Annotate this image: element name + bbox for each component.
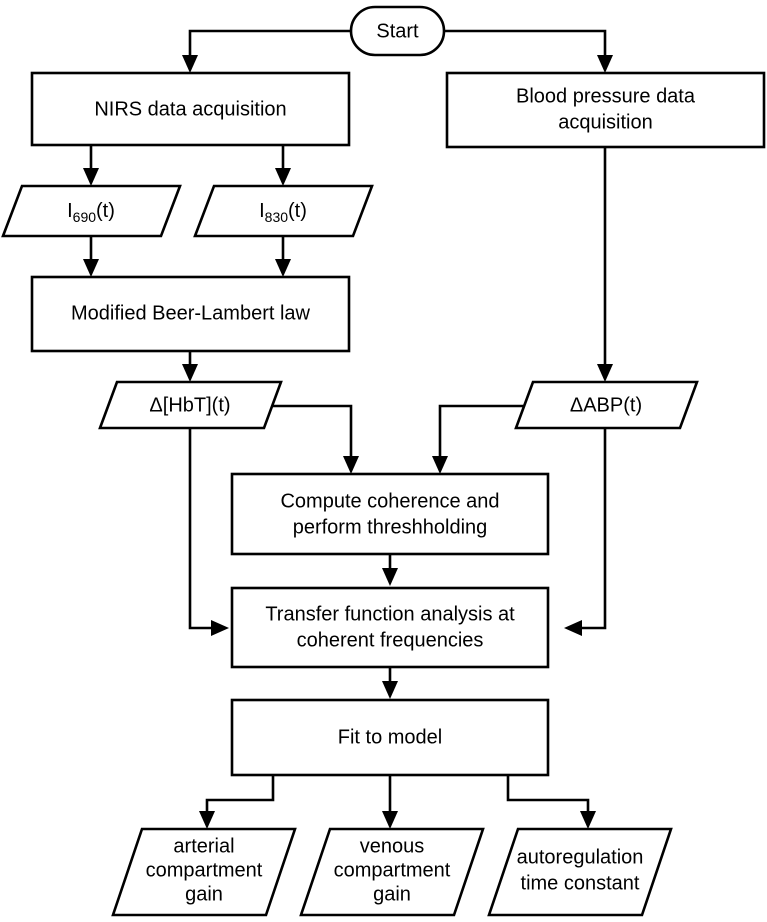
node-arterial-gain-line2: compartment (146, 859, 263, 881)
edge-transfer-to-fitmodel (382, 667, 398, 699)
node-bp-acquisition-line1: Blood pressure data (516, 85, 696, 107)
i830-suffix: (t) (288, 200, 307, 222)
node-delta-abp-label: ΔABP(t) (570, 394, 642, 416)
node-transfer-function-line1: Transfer function analysis at (265, 603, 515, 625)
node-i690-label: I690(t) (67, 200, 115, 224)
edge-deltahbt-to-transfer (188, 428, 229, 636)
node-i690[interactable]: I690(t) (1, 184, 182, 238)
edge-fitmodel-to-arterial (199, 775, 275, 829)
node-arterial-gain-line1: arterial (173, 835, 234, 857)
edge-nirs-to-i830 (275, 145, 291, 186)
i830-base: I (259, 200, 265, 222)
node-beer-lambert[interactable]: Modified Beer-Lambert law (30, 275, 351, 353)
node-arterial-gain-line3: gain (185, 883, 223, 905)
node-fit-model-label: Fit to model (338, 726, 442, 748)
node-bp-acquisition[interactable]: Blood pressure data acquisition (445, 71, 766, 149)
i690-base: I (67, 200, 73, 222)
edge-fitmodel-to-autoreg (506, 775, 596, 829)
edge-coherence-to-transfer (382, 554, 398, 586)
node-start[interactable]: Start (349, 5, 446, 57)
edge-fitmodel-to-venous (382, 775, 398, 829)
node-beer-lambert-label: Modified Beer-Lambert law (71, 302, 311, 324)
node-venous-gain-line3: gain (373, 883, 411, 905)
node-bp-acquisition-line2: acquisition (558, 111, 653, 133)
i690-suffix: (t) (96, 200, 115, 222)
node-coherence[interactable]: Compute coherence and perform threshhold… (230, 472, 550, 556)
node-autoregulation-time[interactable]: autoregulation time constant (487, 827, 673, 917)
node-venous-gain-line1: venous (360, 835, 425, 857)
edge-beerlambert-to-deltahbt (182, 351, 198, 382)
edge-deltahbt-to-coherence (268, 404, 359, 474)
edge-nirs-to-i690 (83, 145, 99, 186)
i690-sub: 690 (73, 209, 97, 225)
node-coherence-line1: Compute coherence and (280, 490, 499, 512)
edge-deltaabp-to-coherence (432, 404, 524, 474)
i830-sub: 830 (265, 209, 289, 225)
edge-start-to-bp (444, 29, 613, 73)
node-autoregulation-time-line1: autoregulation (517, 846, 644, 868)
node-coherence-line2: perform threshholding (293, 516, 488, 538)
node-transfer-function[interactable]: Transfer function analysis at coherent f… (230, 586, 550, 669)
node-fit-model[interactable]: Fit to model (230, 698, 550, 777)
node-nirs-acquisition-label: NIRS data acquisition (94, 98, 286, 120)
node-nirs-acquisition[interactable]: NIRS data acquisition (30, 71, 351, 147)
node-i830-label: I830(t) (259, 200, 307, 224)
node-delta-hbt-label: Δ[HbT](t) (149, 394, 230, 416)
node-delta-hbt[interactable]: Δ[HbT](t) (98, 380, 283, 430)
node-delta-abp[interactable]: ΔABP(t) (514, 380, 699, 430)
node-start-label: Start (376, 20, 419, 42)
node-arterial-gain[interactable]: arterial compartment gain (111, 827, 297, 917)
edge-deltaabp-to-transfer (564, 428, 607, 636)
edge-start-to-nirs (182, 29, 351, 73)
node-autoregulation-time-line2: time constant (521, 872, 640, 894)
edge-i830-to-beerlambert (275, 236, 291, 277)
node-transfer-function-line2: coherent frequencies (297, 629, 484, 651)
node-venous-gain-line2: compartment (334, 859, 451, 881)
edge-bp-to-deltaabp (597, 147, 613, 382)
node-i830[interactable]: I830(t) (193, 184, 374, 238)
node-venous-gain[interactable]: venous compartment gain (299, 827, 485, 917)
edge-i690-to-beerlambert (83, 236, 99, 277)
